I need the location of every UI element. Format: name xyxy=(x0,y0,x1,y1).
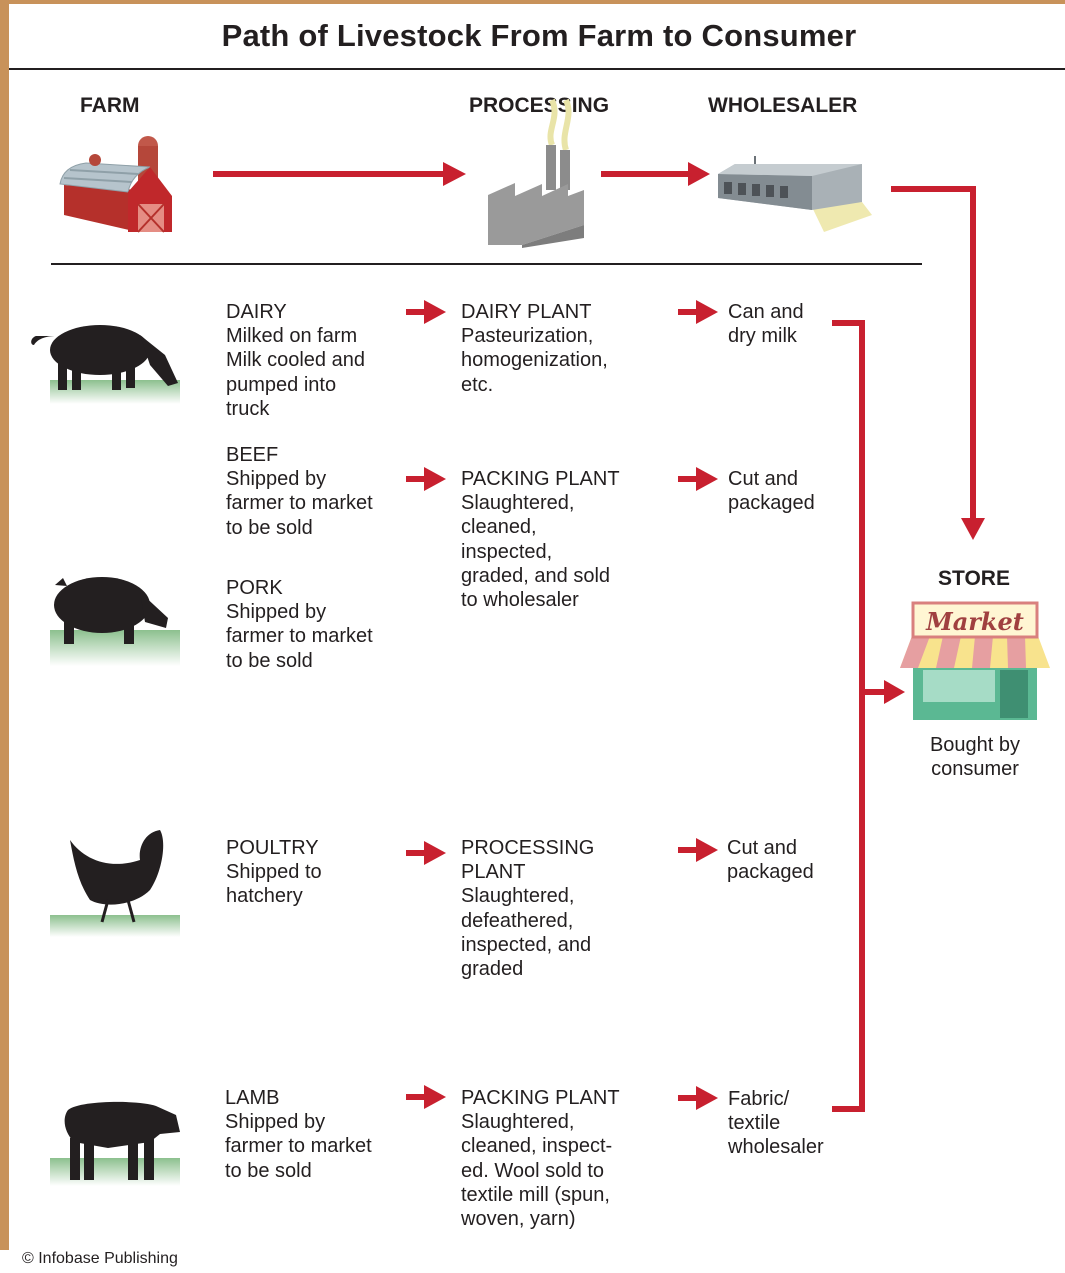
arrow-farm-to-processing-head xyxy=(443,162,466,186)
arrow-wholesaler-to-store-head xyxy=(961,518,985,540)
section-divider xyxy=(51,263,922,265)
header-wholesaler: WHOLESALER xyxy=(708,94,858,117)
bracket-bottom xyxy=(832,1106,865,1112)
flow-arrows xyxy=(213,162,985,1112)
arrow-poultry-processing xyxy=(406,850,428,856)
arrow-wholesaler-to-store-down xyxy=(970,186,976,521)
barn-icon xyxy=(59,136,172,233)
header-processing: PROCESSING xyxy=(469,94,610,117)
chicken-icon xyxy=(50,830,180,937)
lamb-wholesaler-text: Fabric/ textile wholesaler xyxy=(728,1088,824,1159)
pork-farm-text: PORK Shipped by farmer to market to be s… xyxy=(226,577,373,672)
bracket-vertical xyxy=(859,320,865,1112)
arrow-bracket-to-store xyxy=(865,689,887,695)
poultry-wholesaler-text: Cut and packaged xyxy=(727,837,814,884)
frame-left-border xyxy=(0,0,9,1250)
arrow-beef-processing xyxy=(406,476,428,482)
cow-icon xyxy=(31,325,180,404)
pig-icon xyxy=(50,577,180,666)
header-farm: FARM xyxy=(80,94,140,117)
store-sign-text: Market xyxy=(925,607,1024,636)
title-divider xyxy=(9,68,1065,70)
poultry-processing-text: PROCESSING PLANT Slaughtered, defeathere… xyxy=(461,837,595,981)
arrow-poultry-wholesale xyxy=(678,847,700,853)
arrow-beef-wholesale xyxy=(678,476,700,482)
dairy-farm-text: DAIRY Milked on farm Milk cooled and pum… xyxy=(226,301,365,420)
store-icon xyxy=(900,601,1050,720)
lamb-farm-text: LAMB Shipped by farmer to market to be s… xyxy=(225,1087,372,1182)
dairy-wholesaler-text: Can and dry milk xyxy=(728,301,804,348)
arrow-processing-to-wholesaler xyxy=(601,171,691,177)
arrow-processing-to-wholesaler-head xyxy=(688,162,710,186)
beef-wholesaler-text: Cut and packaged xyxy=(728,468,815,515)
dairy-processing-text: DAIRY PLANT Pasteurization, homogenizati… xyxy=(461,301,608,396)
header-store: STORE xyxy=(938,567,1010,590)
frame-top-border xyxy=(0,0,1065,4)
lamb-processing-text: PACKING PLANT Slaughtered, cleaned, insp… xyxy=(461,1087,620,1231)
arrow-wholesaler-to-store xyxy=(891,186,976,192)
bracket-top xyxy=(832,320,865,326)
warehouse-icon xyxy=(718,156,872,232)
beef-farm-text: BEEF Shipped by farmer to market to be s… xyxy=(226,444,373,539)
copyright: © Infobase Publishing xyxy=(22,1250,178,1267)
arrow-dairy-processing xyxy=(406,309,428,315)
beef-processing-text: PACKING PLANT Slaughtered, cleaned, insp… xyxy=(461,468,620,612)
factory-icon xyxy=(488,98,584,248)
lamb-icon xyxy=(50,1101,180,1186)
arrow-dairy-wholesale xyxy=(678,309,700,315)
arrow-farm-to-processing xyxy=(213,171,445,177)
page-title: Path of Livestock From Farm to Consumer xyxy=(221,18,857,53)
arrow-lamb-processing xyxy=(406,1094,428,1100)
arrow-lamb-wholesale xyxy=(678,1095,700,1101)
poultry-farm-text: POULTRY Shipped to hatchery xyxy=(226,837,322,908)
store-caption: Bought by consumer xyxy=(929,734,1021,781)
